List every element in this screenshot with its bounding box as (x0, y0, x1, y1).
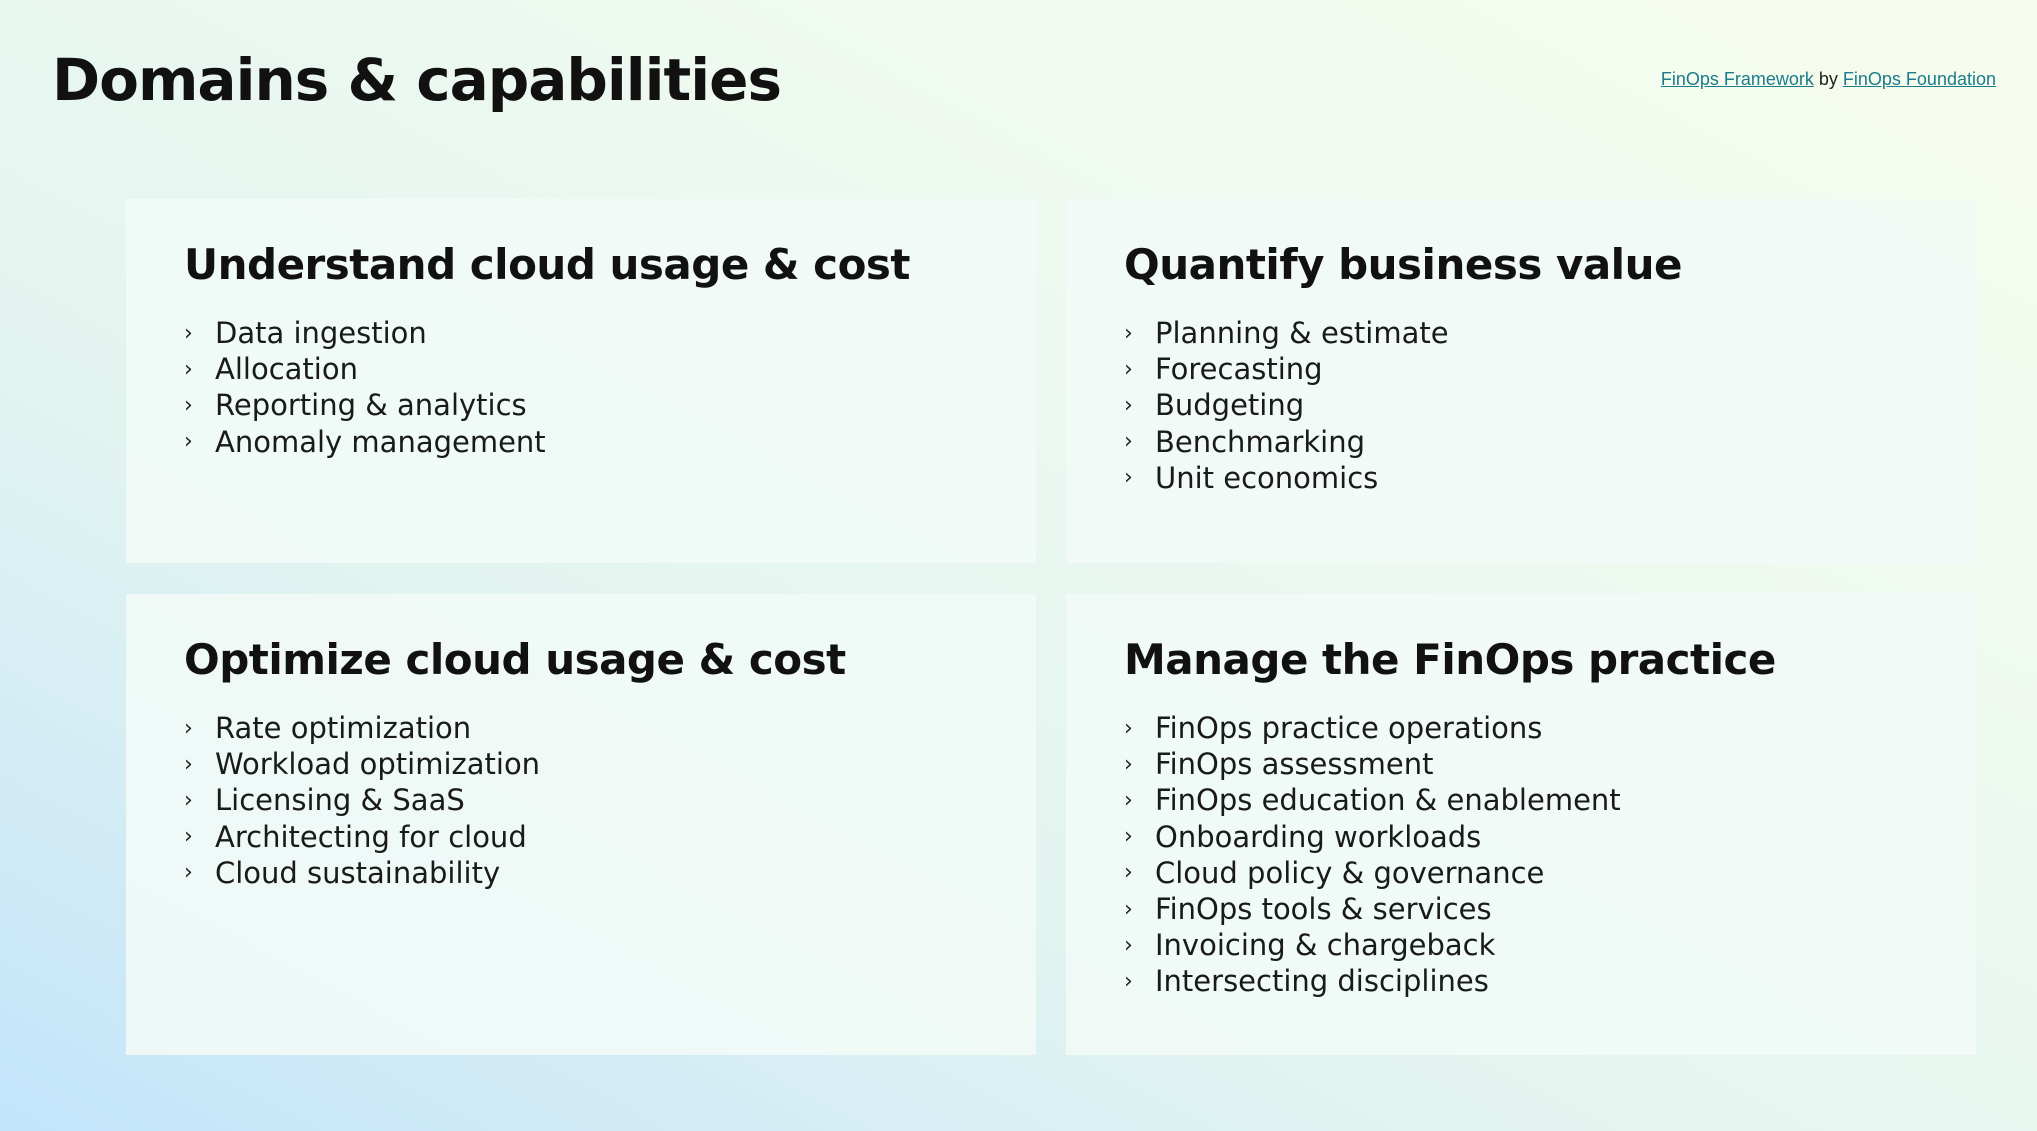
chevron-right-icon: › (1124, 824, 1133, 850)
capability-item: › Planning & estimate (1124, 315, 1936, 351)
domain-title: Understand cloud usage & cost (184, 240, 911, 289)
capability-item: › Onboarding workloads (1124, 819, 1936, 855)
capability-item: › Allocation (184, 351, 996, 387)
chevron-right-icon: › (1124, 392, 1133, 418)
capability-label: Planning & estimate (1155, 316, 1449, 351)
capability-item: › FinOps practice operations (1124, 710, 1936, 746)
chevron-right-icon: › (1124, 896, 1133, 922)
chevron-right-icon: › (1124, 787, 1133, 813)
capability-label: FinOps tools & services (1155, 892, 1492, 927)
finops-foundation-link[interactable]: FinOps Foundation (1842, 69, 1996, 89)
domain-title: Optimize cloud usage & cost (184, 635, 846, 684)
chevron-right-icon: › (1124, 860, 1133, 886)
chevron-right-icon: › (184, 860, 193, 886)
capability-label: Reporting & analytics (215, 388, 527, 423)
capability-list: › Planning & estimate › Forecasting › Budgeti… (1124, 315, 1936, 496)
capability-item: › Forecasting (1124, 351, 1936, 387)
chevron-right-icon: › (184, 751, 193, 777)
capability-list: › Rate optimization › Workload optimization… (184, 710, 996, 891)
chevron-right-icon: › (184, 824, 193, 850)
domains-grid: Understand cloud usage & cost › Data inge… (126, 199, 1976, 1055)
capability-item: › FinOps assessment (1124, 746, 1936, 782)
capability-list: › FinOps practice operations › FinOps asses… (1124, 710, 1936, 1000)
capability-label: Rate optimization (215, 711, 472, 746)
capability-item: › Invoicing & chargeback (1124, 927, 1936, 963)
capability-item: › Benchmarking (1124, 424, 1936, 460)
capability-item: › Unit economics (1124, 460, 1936, 496)
chevron-right-icon: › (184, 320, 193, 346)
capability-label: Intersecting disciplines (1155, 964, 1489, 999)
capability-item: › Budgeting (1124, 387, 1936, 423)
domain-title: Manage the FinOps practice (1124, 635, 1776, 684)
chevron-right-icon: › (1124, 932, 1133, 958)
capability-label: Invoicing & chargeback (1155, 928, 1496, 963)
attribution: FinOps Framework by FinOps Foundation (1661, 69, 1996, 90)
capability-label: Budgeting (1155, 388, 1305, 423)
capability-label: Forecasting (1155, 352, 1323, 387)
capability-label: FinOps assessment (1155, 747, 1434, 782)
capability-label: Cloud policy & governance (1155, 855, 1545, 890)
capability-item: › Licensing & SaaS (184, 782, 996, 818)
chevron-right-icon: › (1124, 751, 1133, 777)
capability-label: Architecting for cloud (215, 819, 527, 854)
capability-label: Workload optimization (215, 747, 541, 782)
capability-item: › Rate optimization (184, 710, 996, 746)
capability-item: › Data ingestion (184, 315, 996, 351)
capability-label: Anomaly management (215, 424, 546, 459)
chevron-right-icon: › (184, 356, 193, 382)
finops-framework-link[interactable]: FinOps Framework (1660, 69, 1814, 89)
chevron-right-icon: › (184, 429, 193, 455)
chevron-right-icon: › (184, 715, 193, 741)
domain-card-quantify: Quantify business value › Planning & esti… (1066, 199, 1976, 563)
capability-label: FinOps education & enablement (1155, 783, 1621, 818)
chevron-right-icon: › (1124, 465, 1133, 491)
attribution-by: by (1818, 69, 1838, 89)
capability-label: Unit economics (1155, 460, 1379, 495)
capability-label: Benchmarking (1155, 424, 1366, 459)
capability-item: › Intersecting disciplines (1124, 963, 1936, 999)
chevron-right-icon: › (1124, 320, 1133, 346)
chevron-right-icon: › (1124, 968, 1133, 994)
capability-label: Cloud sustainability (215, 855, 501, 890)
capability-label: Data ingestion (215, 316, 427, 351)
capability-item: › FinOps tools & services (1124, 891, 1936, 927)
page-title: Domains & capabilities (52, 46, 782, 114)
capability-item: › Reporting & analytics (184, 387, 996, 423)
capability-item: › Architecting for cloud (184, 819, 996, 855)
capability-label: Licensing & SaaS (215, 783, 465, 818)
capability-item: › Cloud sustainability (184, 855, 996, 891)
capability-item: › Workload optimization (184, 746, 996, 782)
chevron-right-icon: › (184, 392, 193, 418)
capability-label: FinOps practice operations (1155, 711, 1543, 746)
domain-title: Quantify business value (1124, 240, 1682, 289)
capability-list: › Data ingestion › Allocation › Reporting & a… (184, 315, 996, 460)
chevron-right-icon: › (1124, 429, 1133, 455)
capability-item: › Anomaly management (184, 424, 996, 460)
capability-item: › FinOps education & enablement (1124, 782, 1936, 818)
domain-card-understand: Understand cloud usage & cost › Data inge… (126, 199, 1036, 563)
capability-label: Allocation (215, 352, 358, 387)
domain-card-optimize: Optimize cloud usage & cost › Rate optimi… (126, 594, 1036, 1055)
chevron-right-icon: › (1124, 356, 1133, 382)
chevron-right-icon: › (184, 787, 193, 813)
chevron-right-icon: › (1124, 715, 1133, 741)
capability-label: Onboarding workloads (1155, 819, 1482, 854)
capability-item: › Cloud policy & governance (1124, 855, 1936, 891)
domain-card-manage: Manage the FinOps practice › FinOps pract… (1066, 594, 1976, 1055)
